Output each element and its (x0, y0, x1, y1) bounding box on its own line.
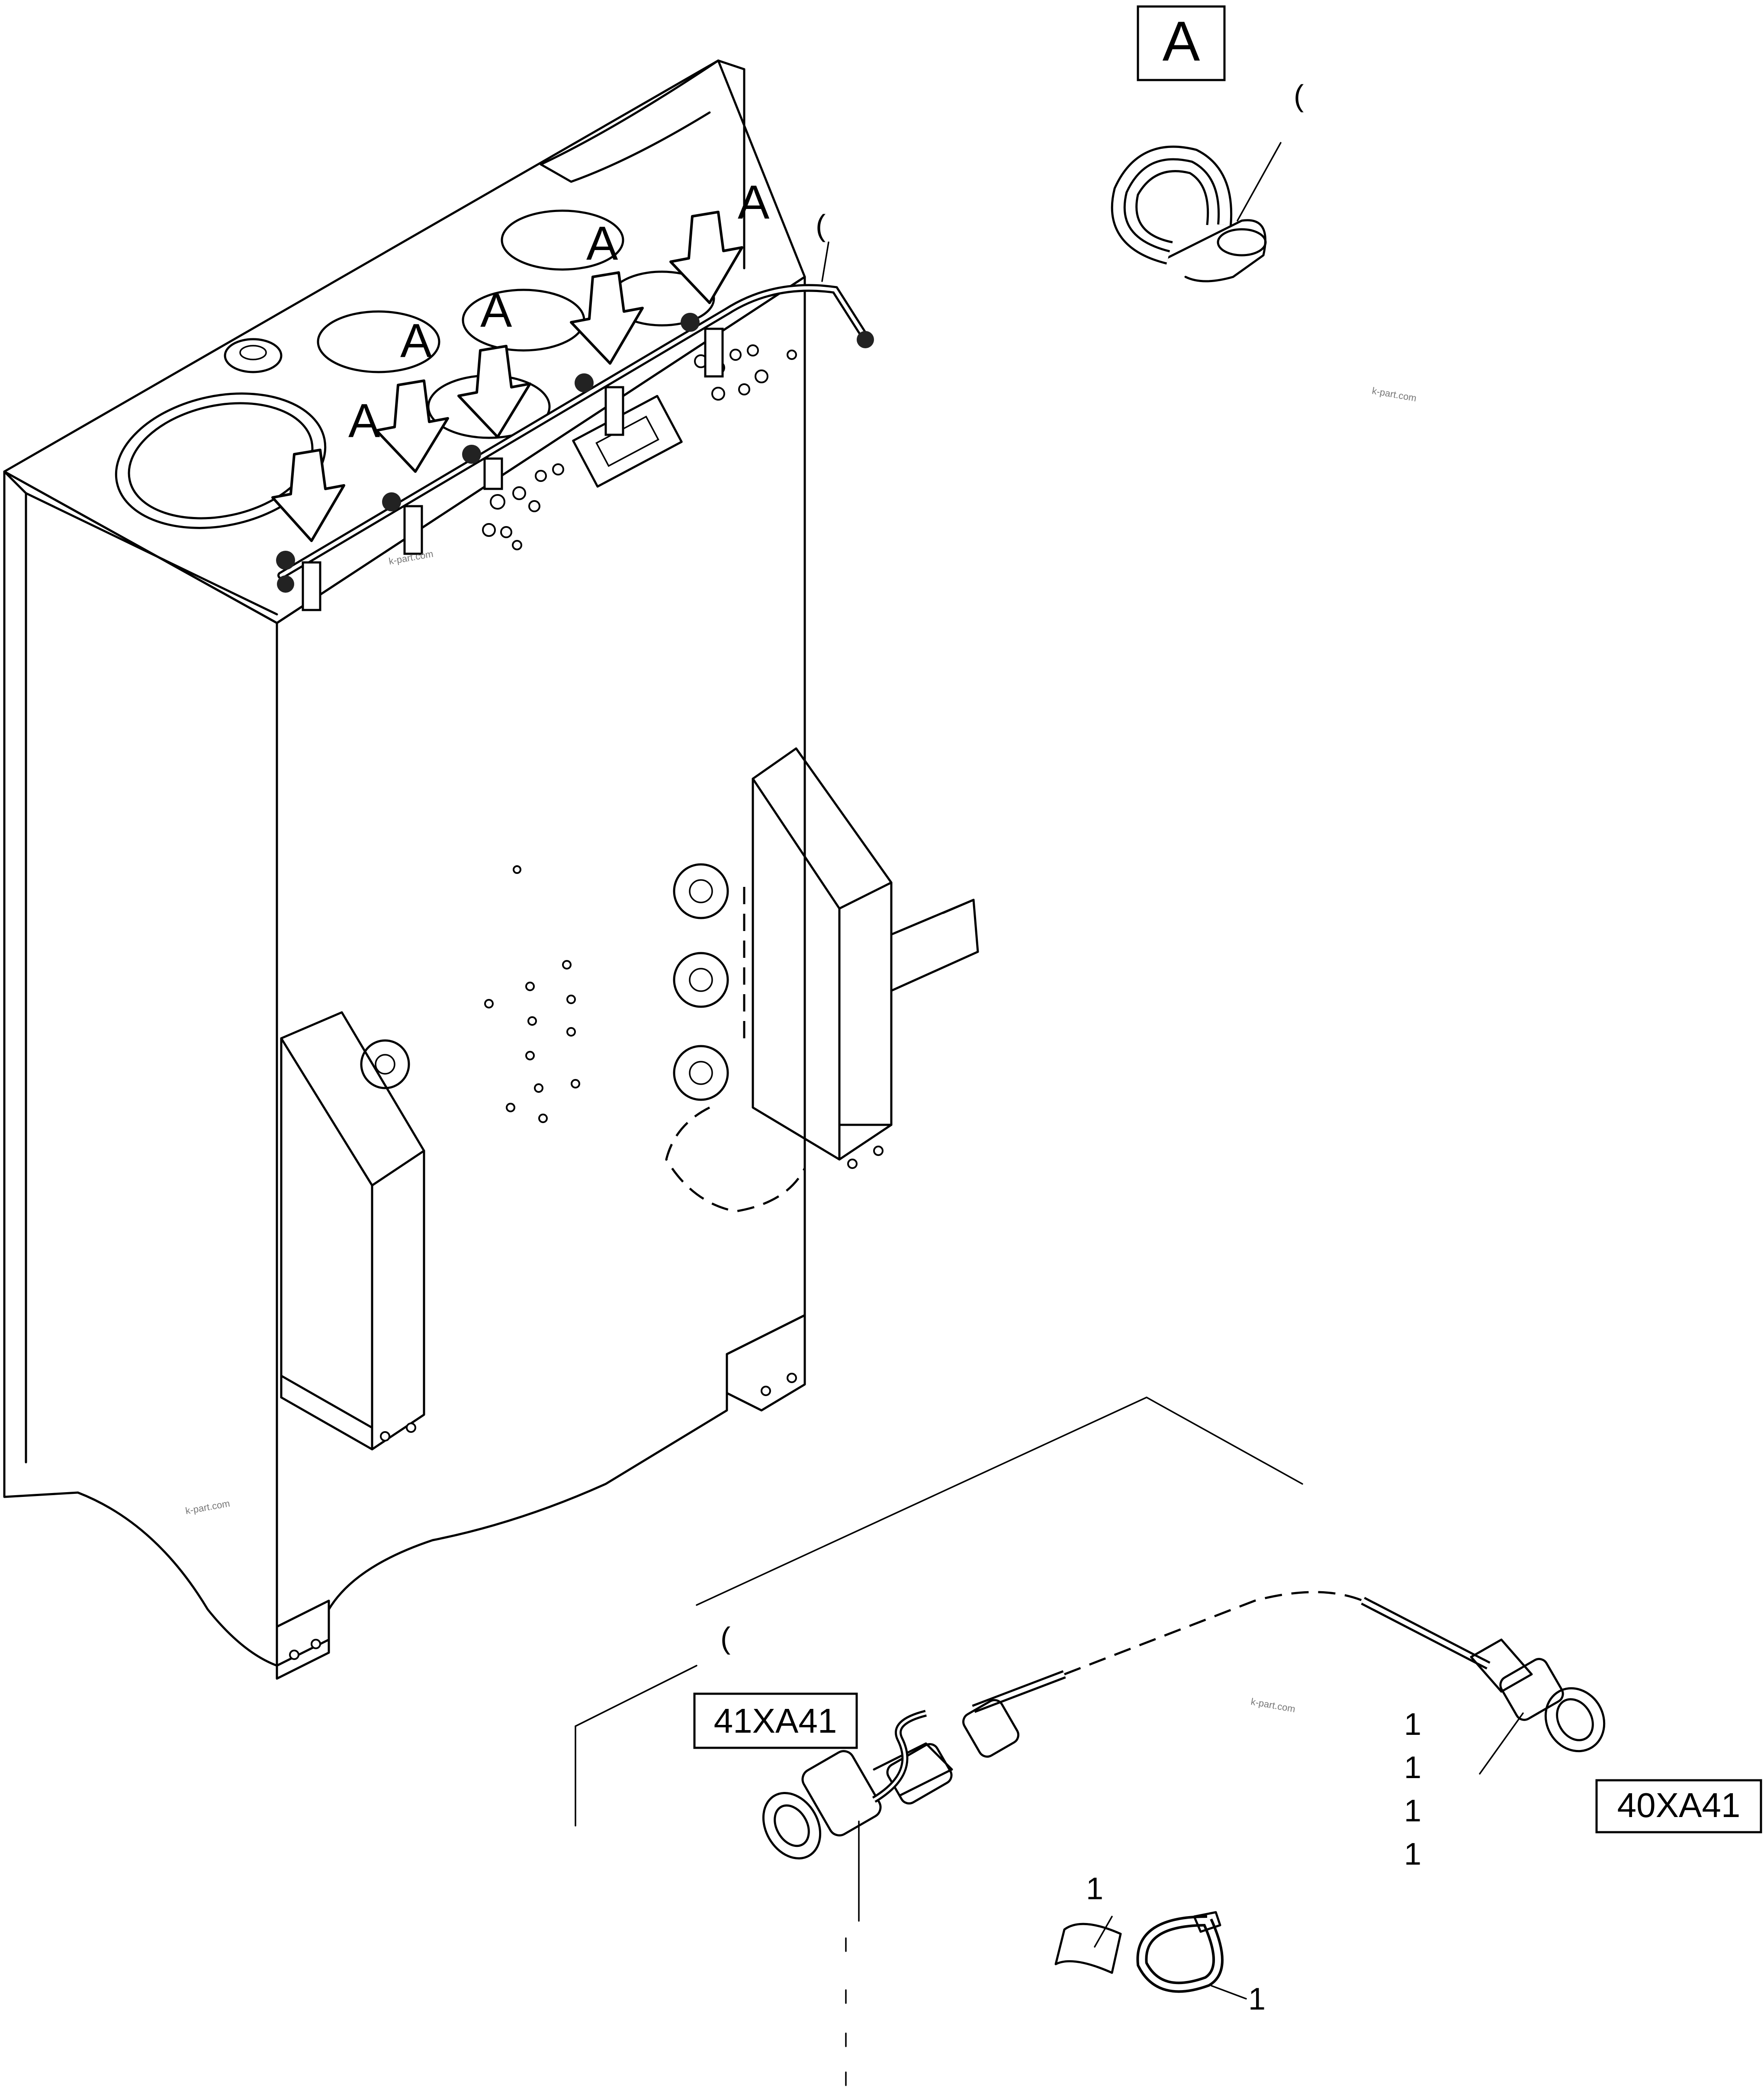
detail-callout-letter: A (348, 394, 380, 447)
partial-callout-lower: ( (720, 1621, 730, 1655)
view-label-box (1137, 5, 1226, 81)
detail-callout-letter: A (738, 176, 770, 229)
wire-harness (276, 284, 874, 611)
connector-right-label: 40XA41 (1617, 1786, 1741, 1824)
item-number: 1 (1404, 1837, 1421, 1872)
view-label: A (1163, 10, 1200, 73)
item-number-sleeve: 1 (1086, 1872, 1103, 1906)
detail-callout-letter: A (586, 217, 618, 270)
cable-harness-41xa41-40xa41 (762, 1591, 1606, 1859)
left-mounting-bracket (280, 1011, 425, 1451)
watermark: k-part.com (1371, 385, 1417, 404)
item-number: 1 (1404, 1750, 1421, 1785)
item-number-clamp: 1 (1248, 1982, 1266, 2016)
watermark: k-part.com (185, 1498, 231, 1516)
port-flange (360, 863, 729, 1101)
item-number: 1 (1404, 1794, 1421, 1828)
detail-callout-letter: A (400, 314, 432, 367)
p-clamp (1111, 145, 1267, 283)
partial-callout-harness: ( (816, 209, 826, 242)
right-mounting-bracket (665, 747, 979, 1213)
connector-label-box (693, 1692, 858, 1749)
hose-clamp (1136, 1911, 1224, 1993)
protective-sleeve (1054, 1916, 1122, 1974)
detail-callout-letter: A (480, 284, 512, 337)
tank-feet (276, 1314, 806, 1680)
detail-arrow (271, 211, 743, 542)
hydraulic-tank (3, 59, 979, 1680)
partial-callout-top-right: ( (1294, 79, 1304, 112)
detail-frame (575, 1397, 1303, 1827)
watermark: k-part.com (1250, 1696, 1296, 1715)
item-number: 1 (1404, 1707, 1421, 1742)
harness-clip (276, 313, 874, 611)
connector-label-box (1595, 1779, 1762, 1833)
connector-left-label: 41XA41 (714, 1702, 837, 1740)
